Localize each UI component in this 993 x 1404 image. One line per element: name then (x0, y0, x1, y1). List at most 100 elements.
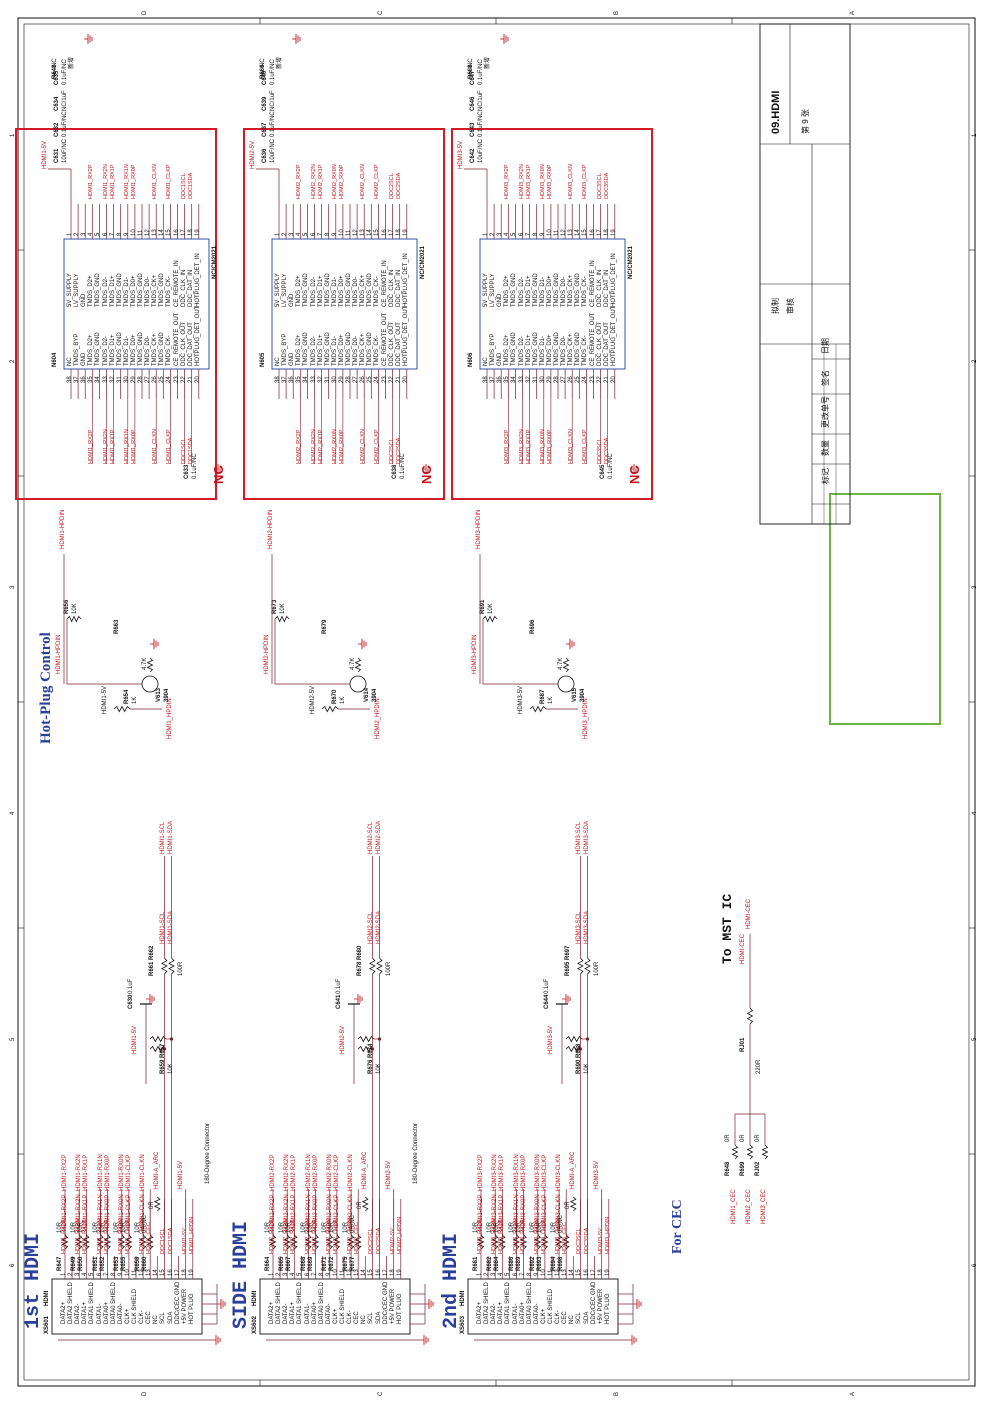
ic-right-net: HDMI3_CLKN (568, 164, 575, 199)
series-resistor-ref: R694 (551, 1256, 558, 1271)
connector-pin-number: 5 (505, 1272, 512, 1276)
ic-right-net: HDMI3_RX2N (518, 164, 525, 199)
ic-left-pin-name: TMDS_D1+ (317, 334, 324, 366)
ic-left-pin-name: TMDS_BYP (490, 333, 497, 366)
ic-left-pin-name: DDC_DAT_OUT (603, 322, 610, 366)
transistor-ref: V613 (156, 687, 162, 702)
ic-ref: N606 (468, 352, 474, 367)
hotplug-r2-ref: R696 (530, 619, 536, 634)
border-number: 4 (972, 811, 978, 815)
border-letter: D (142, 10, 148, 15)
ic-right-pin-name: TMDS_D1- (123, 276, 130, 307)
ic-power-label: HDMI2-5V (250, 140, 256, 169)
ic-right-pin-num: 9 (331, 232, 338, 236)
ddc-sda-flag: HDMI1-SDA (167, 820, 174, 854)
ddc-pullup-value: 10K (168, 1063, 174, 1074)
series-resistor (104, 1234, 112, 1250)
ic-left-pin-name: TMDS_D2- (310, 335, 317, 366)
ic-right-pin-name: TMDS_D1- (331, 276, 338, 307)
connector-pin-name: SDA (375, 1311, 382, 1324)
ic-left-pin-name: TMDS_CK+ (568, 333, 575, 366)
ic-left-net: HDMI2_RX0P (338, 429, 345, 464)
connector-pin-number: 9 (533, 1272, 540, 1276)
series-resistor-ref: R684 (494, 1256, 501, 1271)
ic-right-pin-num: 17 (596, 229, 603, 236)
ic-left-net: HDMI2_RX2N (310, 429, 317, 464)
ddc-scl-flag: HDMI1-SCL (160, 821, 167, 854)
ic-right-pin-name: 5V_SUPPLY (67, 273, 73, 307)
connector-pin-number: 6 (304, 1272, 311, 1276)
ic-left-pin-num: 26 (152, 376, 159, 383)
ic-right-pin-num: 12 (561, 229, 568, 236)
ic-right-pin-num: 10 (546, 229, 553, 236)
hotplug-r2-ref: R663 (114, 619, 120, 634)
title-block-col-date: 日期 (821, 338, 830, 354)
ic-right-pin-name: TMDS_CK+ (568, 274, 575, 307)
ic-cap-value: 0.1uF/NC (478, 111, 484, 137)
arc-net-label: HDMI-A_ARC (362, 1151, 369, 1189)
connector-pin-name: CEC (354, 1311, 361, 1324)
border-number: 6 (10, 1263, 16, 1267)
ic-left-pin-name: TMDS_D0+ (130, 334, 137, 366)
ic-right-net: HDMI3_RX0P (546, 164, 553, 199)
series-resistor (139, 1234, 147, 1250)
ic-left-pin-num: 35 (88, 376, 95, 383)
ic-right-pin-num: 19 (610, 229, 617, 236)
ic-cap-ref: C639 (262, 96, 268, 111)
ic-cap-value: NC/1uF (478, 90, 484, 111)
ic-ref: N604 (52, 352, 58, 367)
connector-pin-name: DATA1- (96, 1303, 103, 1324)
ddc-pullup (357, 1035, 375, 1043)
hotplug-r3-value: 10K (72, 603, 78, 614)
series-resistor (333, 1234, 341, 1250)
ic-left-pin-name: NC (483, 357, 489, 366)
ddc-pullup-refs: R659 R657 (160, 1043, 166, 1074)
ddc-power-label: HDMI2-5V (340, 1025, 346, 1054)
hotplug-r2-value: 4.7K (558, 657, 564, 670)
hotplug-r1-ref: R654 (124, 689, 130, 704)
ic-left-pin-name: DDC_DAT_OUT (187, 322, 194, 366)
connector-pin-number: 19 (188, 1269, 195, 1276)
ic-left-pin-name: TMDS_D2+ (88, 334, 95, 366)
ic-cap-value: 10uF/NC (270, 138, 276, 163)
ic-left-net: HDMI3_CLKN (568, 429, 575, 464)
ic-right-pin-num: 12 (353, 229, 360, 236)
connector-pin-name: DATA0+ (519, 1302, 526, 1324)
ic-left-pin-name: TMDS_BYP (74, 333, 81, 366)
ic-right-net: HDMI1_CLKP (166, 164, 173, 199)
ic-left-pin-name: TMDS_GND (95, 332, 102, 366)
connector-type: HDMI (460, 1290, 466, 1306)
border-number: 5 (972, 1037, 978, 1041)
ic-left-pin-num: 28 (346, 376, 352, 383)
connector-pin-name: CLK- (347, 1310, 354, 1324)
series-resistor-ref: R664 (265, 1256, 271, 1271)
ic-right-pin-name: TMDS_GND (303, 273, 310, 307)
connector-pin-number: 2 (484, 1272, 491, 1276)
ic-left-pin-name: TMDS_D0- (561, 335, 568, 366)
connector-pin-name: CLK- (555, 1310, 562, 1324)
output-net-flag: HDMI3-RX0N (534, 1154, 541, 1191)
ddc-series-resistor (584, 957, 591, 975)
transistor-type: 3904 (164, 688, 170, 702)
ic-left-net: HDMI3_RX0P (546, 429, 553, 464)
connector-net-label: HDMI2_HPDIN (396, 1216, 403, 1254)
section-title-cec: For CEC (670, 1199, 685, 1254)
ic-left-pin-name: TMDS_D1+ (525, 334, 532, 366)
ic-cap-ref: C633 (184, 464, 190, 479)
connector-pin-name: DATA1+ (82, 1302, 89, 1324)
output-net-label: HDMI2-RX0P (312, 1194, 319, 1231)
ddc-scl-flag: HDMI3-SCL (576, 821, 583, 854)
ic-right-pin-name: TMDS_CK- (582, 276, 589, 307)
connector-pin-name: SCL (160, 1312, 167, 1324)
connector-pin-name: DATA1+ (290, 1302, 297, 1324)
series-resistor (290, 1234, 298, 1250)
connector-pin-name: DATA2- (75, 1303, 82, 1324)
section-title-hotplug: Hot-Plug Control (38, 632, 54, 744)
hotplug-r1-value: 1K (548, 696, 554, 704)
ic-left-pin-name: TMDS_D2+ (296, 334, 303, 366)
ddc-cap-value: 0.1uF (128, 978, 134, 994)
ddc-power-label: HDMI1-5V (132, 1025, 138, 1054)
ddc-scl-flag: HDMI2-SCL (368, 821, 375, 854)
connector-pin-number: 4 (498, 1272, 505, 1276)
ic-left-pin-name: GND (497, 352, 504, 366)
